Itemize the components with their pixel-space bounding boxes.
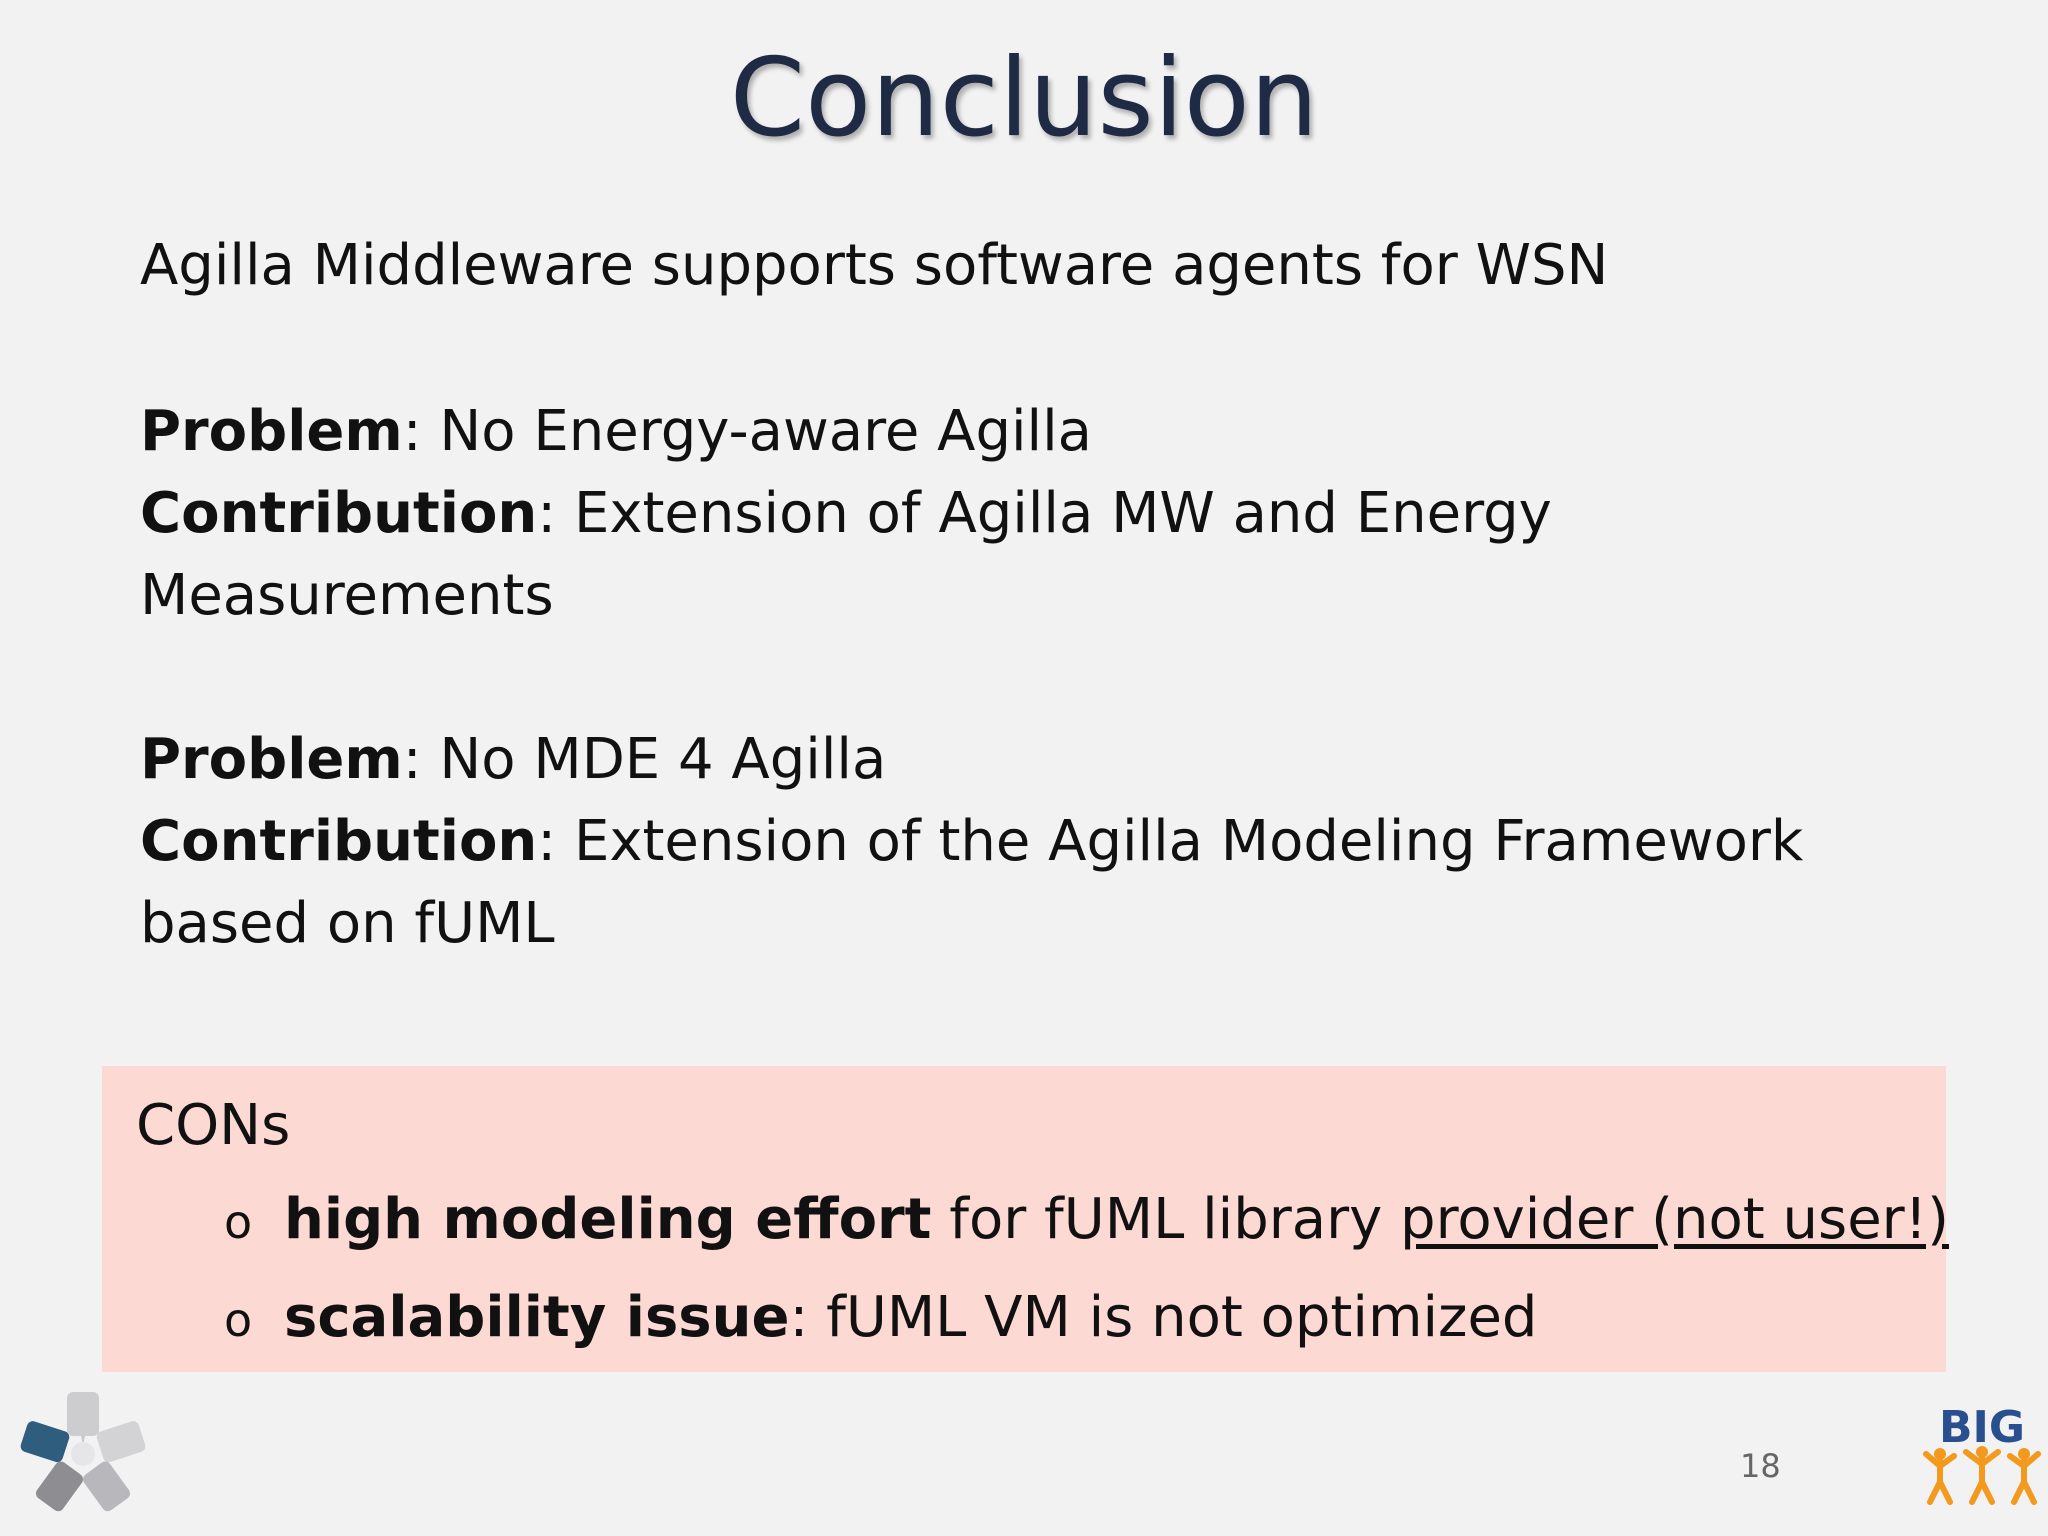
contribution-1-text: : Extension of Agilla MW and Energy — [537, 481, 1552, 546]
slide-title: Conclusion — [729, 36, 1319, 161]
cons-item-modeling-effort: o high modeling effort for fUML library p… — [224, 1180, 1949, 1262]
cons-box: CONs o high modeling effort for fUML libr… — [102, 1066, 1949, 1372]
problem-2-label: Problem — [140, 727, 403, 792]
page-number: 18 — [1740, 1447, 1781, 1485]
contribution-2-text: : Extension of the Agilla Modeling Frame… — [537, 809, 1804, 874]
cons-item-scalability: o scalability issue: fUML VM is not optim… — [224, 1278, 1537, 1360]
problem-1: Problem: No Energy-aware Agilla — [140, 392, 1092, 472]
bullet-circle-icon: o — [224, 1293, 253, 1347]
cons-item-1-bold: high modeling effort — [284, 1187, 932, 1252]
big-logo-icon: BIG — [1923, 1402, 2041, 1505]
star-logo-icon — [20, 1392, 146, 1512]
problem-1-text: : No Energy-aware Agilla — [402, 399, 1092, 464]
contribution-2: Contribution: Extension of the Agilla Mo… — [140, 802, 1803, 882]
cons-item-2-bold: scalability issue — [284, 1285, 790, 1350]
contribution-2-continued: based on fUML — [140, 891, 555, 956]
contribution-1: Contribution: Extension of Agilla MW and… — [140, 474, 1552, 554]
contribution-1-continued: Measurements — [140, 563, 554, 628]
problem-1-label: Problem — [140, 399, 403, 464]
contribution-1-label: Contribution — [140, 481, 538, 546]
intro-text: Agilla Middleware supports software agen… — [140, 233, 1609, 298]
cons-item-1-underlined: provider (not user!) — [1400, 1187, 1949, 1252]
svg-text:BIG: BIG — [1939, 1402, 2025, 1453]
problem-2-text: : No MDE 4 Agilla — [402, 727, 887, 792]
bullet-circle-icon: o — [224, 1195, 253, 1249]
cons-item-2-text: : fUML VM is not optimized — [789, 1285, 1538, 1350]
cons-heading: CONs — [136, 1093, 291, 1158]
contribution-2-label: Contribution — [140, 809, 538, 874]
cons-item-1-text: for fUML library — [931, 1187, 1401, 1252]
problem-2: Problem: No MDE 4 Agilla — [140, 720, 886, 800]
